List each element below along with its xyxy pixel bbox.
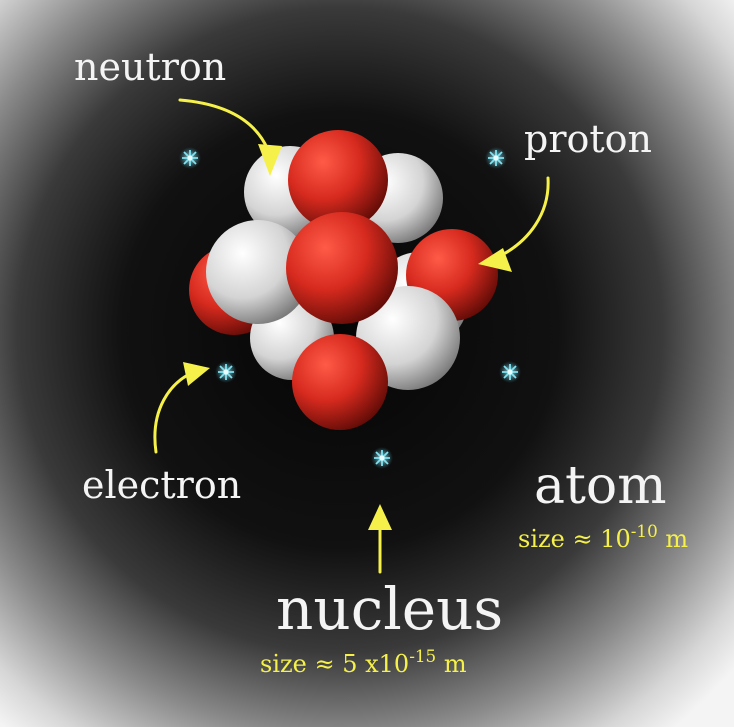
nucleus-arrowhead xyxy=(368,504,392,530)
nucleus-size-label: size ≈ 5 x10-15 m xyxy=(260,648,467,678)
electron-dot xyxy=(499,361,521,383)
electron-label: electron xyxy=(82,463,242,507)
proton-label: proton xyxy=(524,117,652,161)
proton-sphere xyxy=(288,130,388,230)
arrows xyxy=(153,98,550,574)
neutron-label: neutron xyxy=(74,45,227,89)
neutron-arrow-line xyxy=(178,98,270,152)
electron-dot xyxy=(215,361,237,383)
atom-size-prefix: size ≈ 10 xyxy=(518,525,631,553)
proton-arrow-line xyxy=(494,176,550,260)
neutron-arrowhead xyxy=(258,144,282,176)
proton-sphere xyxy=(292,334,388,430)
neutron-sphere xyxy=(206,220,310,324)
proton-sphere xyxy=(286,212,398,324)
nucleus-label: nucleus xyxy=(276,575,504,643)
nucleus-size-exponent: -15 xyxy=(409,645,437,666)
proton-arrowhead xyxy=(478,248,512,272)
atom-label: atom xyxy=(534,456,667,516)
electron-dot xyxy=(371,447,393,469)
nucleus-cluster xyxy=(189,130,498,430)
atom-size-exponent: -10 xyxy=(630,520,658,541)
electrons xyxy=(179,147,521,469)
electron-dot xyxy=(485,147,507,169)
electron-dot xyxy=(179,147,201,169)
atom-size-label: size ≈ 10-10 m xyxy=(518,523,689,553)
electron-arrowhead xyxy=(183,362,210,386)
nucleus-size-unit: m xyxy=(436,650,467,678)
nucleus-size-prefix: size ≈ 5 x10 xyxy=(260,650,410,678)
atom-size-unit: m xyxy=(657,525,689,553)
